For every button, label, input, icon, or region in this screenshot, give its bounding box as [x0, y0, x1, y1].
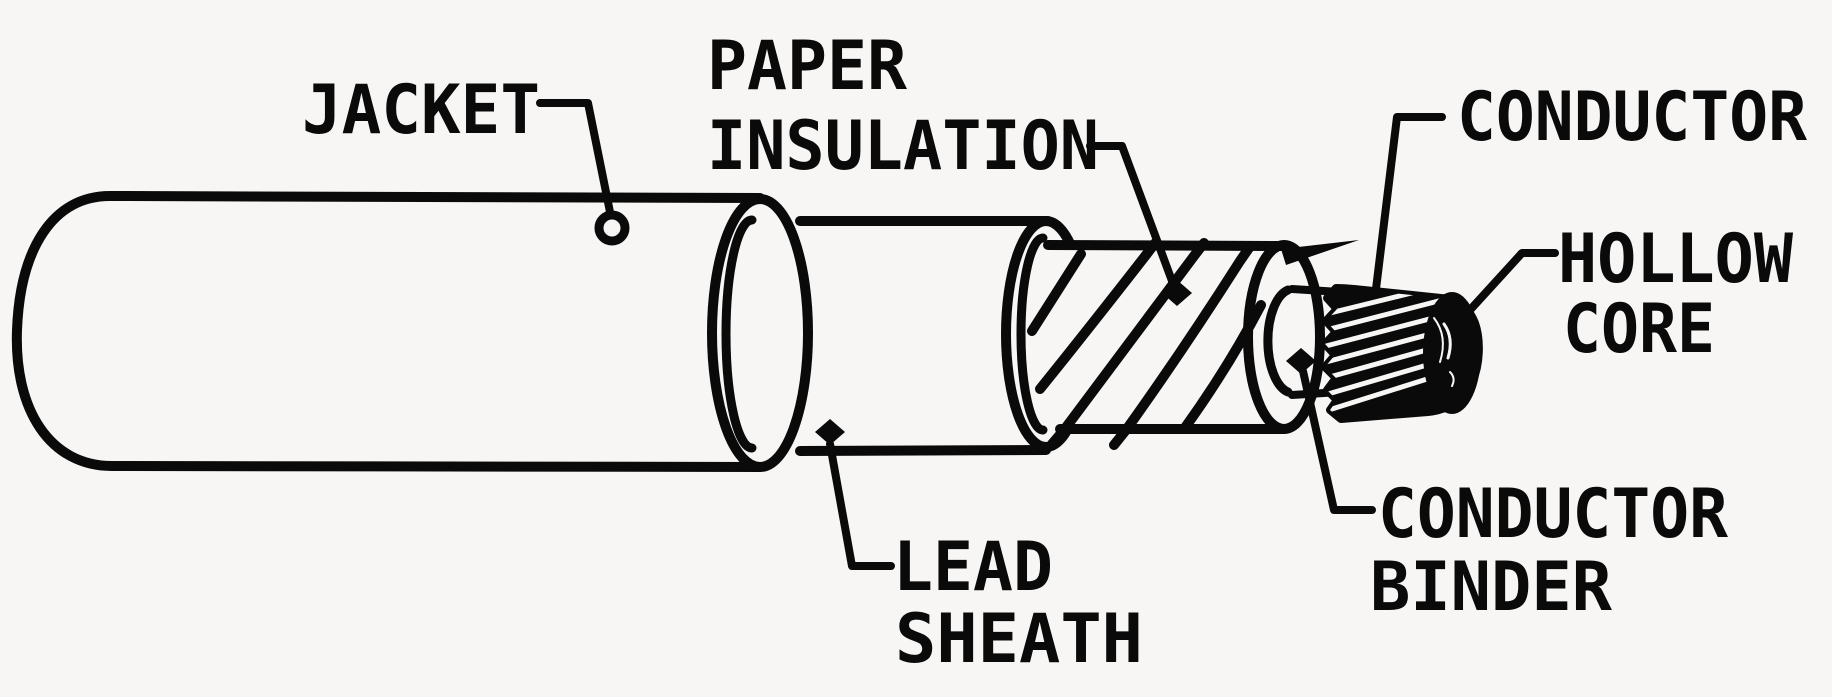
jacket-leader-line	[536, 99, 614, 216]
hollow-core-leader-line	[1466, 249, 1559, 314]
insulation-end-face	[1243, 240, 1325, 434]
conductor-binder-label-line2: BINDER	[1370, 548, 1612, 627]
lead-sheath-leader-line	[826, 440, 895, 570]
lead-sheath-bottom-edge	[795, 445, 1051, 456]
paper-insulation-leader-line	[1086, 142, 1179, 293]
jacket-end-inner-arc	[721, 215, 757, 453]
lead-sheath-end-inner-arc	[1016, 233, 1048, 435]
jacket-end-face	[707, 194, 813, 472]
hollow-core-label-line2: CORE	[1563, 290, 1715, 369]
jacket-label: JACKET	[302, 71, 540, 150]
wrap-seam	[1109, 243, 1254, 450]
jacket-shape	[11, 191, 765, 472]
wrap-seam	[1047, 238, 1209, 449]
lead-sheath-label-line1: LEAD	[893, 528, 1053, 607]
conductor-binder-label-line1: CONDUCTOR	[1378, 475, 1728, 554]
paper-insulation-label-line2: INSULATION	[707, 107, 1099, 186]
insulation-end-inner-arc	[1263, 285, 1293, 397]
conductor-leader-line	[1372, 113, 1446, 293]
hollow-core-label-line1: HOLLOW	[1558, 220, 1793, 299]
conductor-label: CONDUCTOR	[1457, 78, 1807, 157]
wrap-seam	[1035, 237, 1161, 394]
lead-sheath-arrow-diamond	[815, 419, 845, 445]
leader-lines	[536, 99, 1559, 570]
paper-insulation-arrow-diamond	[1162, 280, 1192, 306]
jacket-point-marker	[594, 210, 630, 246]
lead-sheath-label-line2: SHEATH	[895, 600, 1143, 679]
conductor-binder-arrow-diamond	[1286, 348, 1316, 374]
lead-sheath-shape	[800, 221, 1050, 450]
wrap-seam	[1027, 249, 1086, 336]
paper-insulation-label-line1: PAPER	[707, 27, 907, 106]
hollow-core-marks	[1433, 317, 1455, 387]
paper-flap	[1281, 240, 1359, 265]
conductor-binder-leader-line	[1299, 367, 1376, 514]
